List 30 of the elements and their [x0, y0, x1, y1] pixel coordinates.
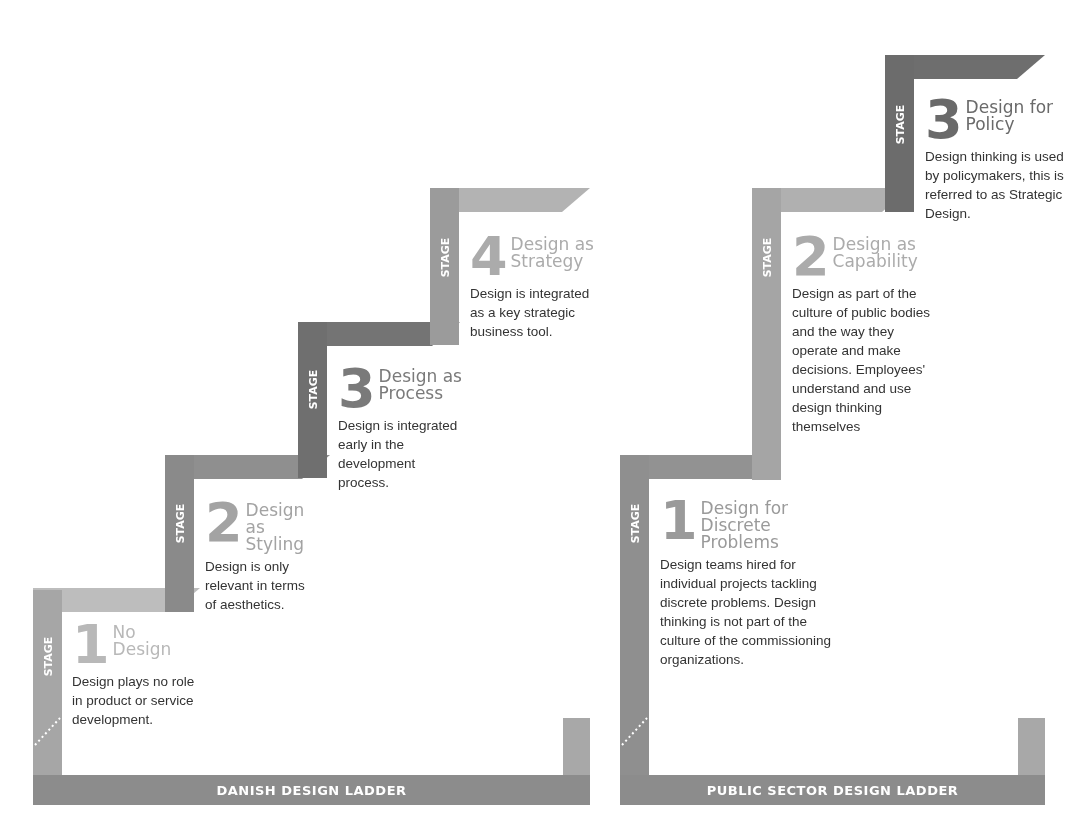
stage-number: 2: [792, 234, 830, 280]
stage-heading: No Design: [112, 624, 173, 658]
stage-number: 4: [470, 234, 508, 280]
stage-tab-label: STAGE: [760, 236, 774, 280]
stage-tab-label: STAGE: [893, 103, 907, 147]
stage-description: Design is integrated early in the development process.: [338, 417, 459, 492]
stage-description: Design is integrated as a key strategic business tool.: [470, 285, 591, 341]
stage-tab-label: STAGE: [173, 502, 187, 546]
stage-heading: Design as Capability: [832, 236, 919, 270]
ladder-base-band: DANISH DESIGN LADDER: [33, 775, 590, 805]
stage-tab-label: STAGE: [438, 236, 452, 280]
stage-description: Design teams hired for individual projects tackling discrete problems. Design thinking is not part of the culture of the commissioning organizations.: [660, 556, 833, 669]
stage-heading: Design for Discrete Problems: [700, 500, 790, 551]
stage-tab-label: STAGE: [628, 502, 642, 546]
stage-description: Design is only relevant in terms of aesthetics.: [205, 558, 306, 614]
stage-number: 1: [72, 622, 110, 668]
stage-heading: Design as Strategy: [510, 236, 595, 270]
stage-number: 2: [205, 500, 243, 546]
stage-heading: Design for Policy: [965, 99, 1055, 133]
stage-tab-label: STAGE: [41, 635, 55, 679]
stage-heading: Design as Styling: [245, 502, 306, 553]
stage-heading: Design as Process: [378, 368, 463, 402]
stage-tab-label: STAGE: [306, 368, 320, 412]
stage-description: Design as part of the culture of public bodies and the way they operate and make decisions. Employees' understand and use design thinking themselves: [792, 285, 932, 436]
stage-number: 3: [338, 366, 376, 412]
stage-number: 1: [660, 498, 698, 544]
ladder-base-band: PUBLIC SECTOR DESIGN LADDER: [620, 775, 1045, 805]
stage-description: Design thinking is used by policymakers, this is referred to as Strategic Design.: [925, 148, 1065, 223]
stage-number: 3: [925, 97, 963, 143]
stage-description: Design plays no role in product or service development.: [72, 673, 196, 729]
